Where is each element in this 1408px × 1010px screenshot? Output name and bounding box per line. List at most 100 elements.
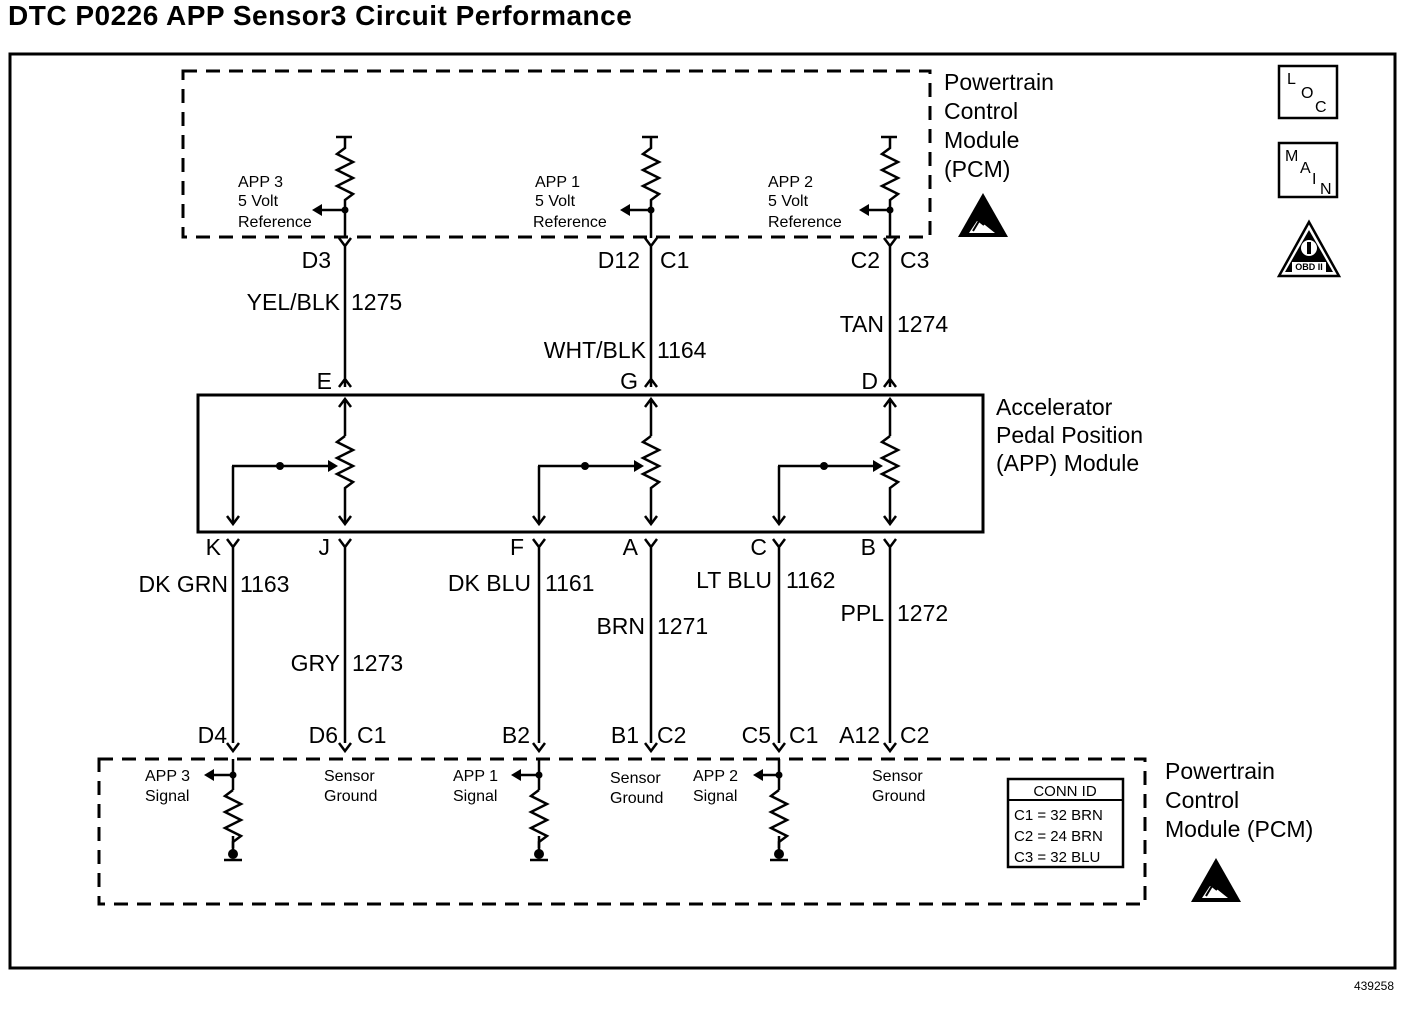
app-module-label-line: (APP) Module xyxy=(996,450,1139,476)
module-pin-label: D xyxy=(861,368,878,394)
top-wire-1275: D3 YEL/BLK 1275 E xyxy=(247,237,402,394)
bottom-wire-1163: K DK GRN 1163 D4 xyxy=(139,534,289,754)
conn-id-row: C2 = 24 BRN xyxy=(1014,828,1103,845)
svg-text:M: M xyxy=(1285,148,1298,165)
module-pin-label: E xyxy=(317,368,332,394)
signal-label-line: Signal xyxy=(453,788,497,805)
pcm-pin-label: D3 xyxy=(302,247,331,273)
circuit-number-label: 1272 xyxy=(897,600,948,626)
circuit-number-label: 1161 xyxy=(545,570,594,596)
pcm-connector-label: C1 xyxy=(660,247,689,273)
circuit-number-label: 1164 xyxy=(657,337,707,363)
pcm-top-label-line: (PCM) xyxy=(944,156,1010,182)
pcm-pin-label: B1 xyxy=(611,722,639,748)
signal-circuit-app3: APP 3 Signal xyxy=(145,759,244,862)
pcm-top-label-line: Module xyxy=(944,127,1019,153)
wire-color-label: LT BLU xyxy=(696,567,772,593)
ground-label-line: Ground xyxy=(610,790,663,807)
ref-label-line: Reference xyxy=(768,214,842,231)
pcm-connector-label: C2 xyxy=(900,722,929,748)
module-pin-label: G xyxy=(620,368,638,394)
pcm-connector-label: C1 xyxy=(789,722,818,748)
pcm-pin-label: A12 xyxy=(839,722,880,748)
ground-label-line: Ground xyxy=(872,788,925,805)
sensor-ground-label-2: Sensor Ground xyxy=(610,770,663,807)
loc-icon: L O C xyxy=(1277,64,1339,120)
pcm-top-label: Powertrain Control Module (PCM) xyxy=(944,69,1054,182)
svg-text:N: N xyxy=(1320,181,1332,198)
wire-color-label: DK GRN xyxy=(139,571,228,597)
signal-label-line: Signal xyxy=(693,788,737,805)
signal-label-line: APP 3 xyxy=(145,768,190,785)
ground-symbol-icon xyxy=(222,834,244,862)
ref-circuit-app2: APP 2 5 Volt Reference xyxy=(768,135,901,238)
signal-circuit-app1: APP 1 Signal xyxy=(453,759,550,862)
pcm-bottom-label-line: Powertrain xyxy=(1165,758,1275,784)
svg-text:OBD II: OBD II xyxy=(1295,262,1323,272)
ground-label-line: Sensor xyxy=(610,770,661,787)
page-title: DTC P0226 APP Sensor3 Circuit Performanc… xyxy=(8,0,633,31)
signal-circuit-app2: APP 2 Signal xyxy=(693,759,790,862)
circuit-number-label: 1274 xyxy=(897,311,948,337)
sensor-ground-label-1: Sensor Ground xyxy=(324,768,377,805)
sensor-ground-label-3: Sensor Ground xyxy=(872,768,925,805)
svg-text:C: C xyxy=(1315,99,1327,116)
ref-label-line: APP 3 xyxy=(238,174,283,191)
pcm-pin-label: D4 xyxy=(198,722,228,748)
bottom-wire-1271: A BRN 1271 B1 C2 xyxy=(596,534,708,754)
module-pin-label: A xyxy=(623,534,639,560)
ref-label-line: 5 Volt xyxy=(238,193,279,210)
circuit-number-label: 1271 xyxy=(657,613,708,639)
module-pin-label: F xyxy=(510,534,524,560)
pcm-bottom-box xyxy=(97,757,1147,906)
pcm-bottom-label: Powertrain Control Module (PCM) xyxy=(1165,758,1313,842)
ref-label-line: Reference xyxy=(533,214,607,231)
obd-ii-icon: OBD II xyxy=(1276,219,1342,278)
wire-color-label: BRN xyxy=(596,613,645,639)
potentiometer-app1 xyxy=(532,396,662,527)
ref-label-line: 5 Volt xyxy=(535,193,576,210)
pcm-top-label-line: Control xyxy=(944,98,1018,124)
circuit-number-label: 1162 xyxy=(786,567,835,593)
svg-text:L: L xyxy=(1287,71,1296,88)
pcm-top-label-line: Powertrain xyxy=(944,69,1054,95)
ground-symbol-icon xyxy=(768,834,790,862)
bottom-wire-1161: F DK BLU 1161 B2 xyxy=(448,534,594,754)
figure-number: 439258 xyxy=(1354,979,1394,993)
wire-color-label: DK BLU xyxy=(448,570,531,596)
main-icon: M A I N xyxy=(1277,141,1339,199)
pcm-top-box xyxy=(181,69,932,239)
wire-color-label: PPL xyxy=(841,600,885,626)
ref-label-line: Reference xyxy=(238,214,312,231)
wire-color-label: YEL/BLK xyxy=(247,289,341,315)
ref-circuit-app3: APP 3 5 Volt Reference xyxy=(238,135,356,238)
app-module-label-line: Pedal Position xyxy=(996,422,1143,448)
ground-label-line: Ground xyxy=(324,788,377,805)
top-wire-1164: D12 C1 WHT/BLK 1164 G xyxy=(544,237,707,394)
potentiometer-app2 xyxy=(772,396,901,527)
module-pin-label: K xyxy=(206,534,222,560)
svg-text:O: O xyxy=(1301,85,1313,102)
ref-label-line: 5 Volt xyxy=(768,193,809,210)
pcm-pin-label: C5 xyxy=(742,722,771,748)
ground-label-line: Sensor xyxy=(324,768,375,785)
svg-text:A: A xyxy=(1300,160,1311,177)
pcm-pin-label: B2 xyxy=(502,722,530,748)
signal-label-line: APP 2 xyxy=(693,768,738,785)
esd-warning-icon xyxy=(1190,857,1242,903)
svg-text:I: I xyxy=(1312,171,1316,188)
pcm-connector-label: C1 xyxy=(357,722,386,748)
conn-id-row: C3 = 32 BLU xyxy=(1014,849,1100,866)
module-pin-label: J xyxy=(319,534,331,560)
pcm-pin-label: D6 xyxy=(309,722,338,748)
wire-color-label: GRY xyxy=(291,650,340,676)
conn-id-header: CONN ID xyxy=(1033,783,1097,800)
pcm-pin-label: D12 xyxy=(598,247,640,273)
pcm-bottom-label-line: Control xyxy=(1165,787,1239,813)
circuit-number-label: 1273 xyxy=(352,650,403,676)
conn-id-row: C1 = 32 BRN xyxy=(1014,807,1103,824)
ground-symbol-icon xyxy=(528,834,550,862)
module-pin-label: C xyxy=(750,534,767,560)
pcm-pin-label: C2 xyxy=(851,247,880,273)
